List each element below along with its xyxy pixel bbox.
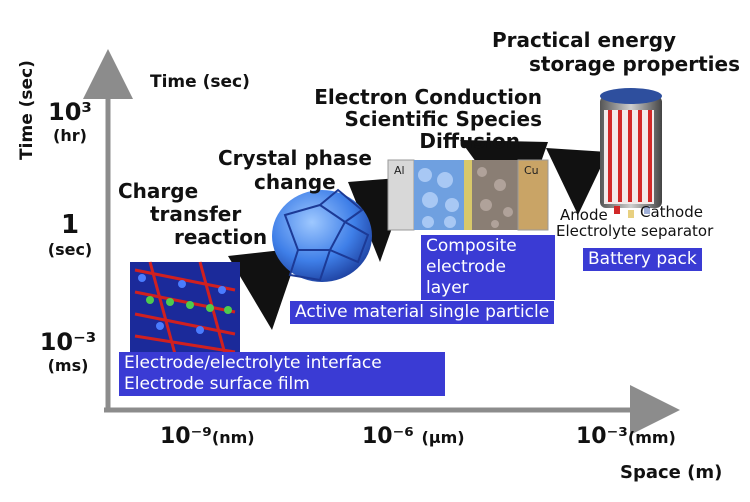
cu-label: Cu <box>524 164 539 177</box>
y-axis-title: Time (sec) <box>150 72 250 92</box>
y-axis-label: Time (sec) <box>17 60 37 160</box>
y-tick-sec: 1 (sec) <box>47 210 93 259</box>
al-label: Al <box>394 164 405 177</box>
practical-energy-label: Practical energy storage properties <box>492 28 740 76</box>
cathode-label: Cathode <box>640 203 703 221</box>
funnel-charge-transfer <box>228 248 300 330</box>
x-axis-label: Space (m) <box>620 462 723 483</box>
charge-transfer-label: Charge transfer reaction <box>118 179 268 249</box>
composite-scale-label: Composite electrode layer <box>421 235 555 300</box>
battery-illustration <box>600 88 662 218</box>
x-tick-mm: 10⁻³(mm) <box>576 424 676 449</box>
interface-molecule-illustration <box>130 261 240 355</box>
y-tick-ms: 10⁻³ (ms) <box>39 328 97 375</box>
separator-label: Electrolyte separator <box>556 222 714 240</box>
y-tick-hr: 10³ (hr) <box>48 98 92 145</box>
interface-scale-label: Electrode/electrolyte interface Electrod… <box>119 352 445 396</box>
electron-conduction-label: Electron Conduction Scientific Species D… <box>314 85 542 153</box>
battery-scale-label: Battery pack <box>583 248 702 271</box>
funnel-practical-energy <box>546 148 608 215</box>
x-tick-nm: 10⁻⁹(nm) <box>160 424 255 449</box>
crystal-phase-label: Crystal phase change <box>218 146 372 194</box>
anode-label: Anode <box>560 206 608 224</box>
x-tick-um: 10⁻⁶ (μm) <box>362 424 465 449</box>
particle-scale-label: Active material single particle <box>290 301 555 324</box>
composite-layer-illustration <box>387 159 549 231</box>
particle-illustration <box>272 188 372 282</box>
